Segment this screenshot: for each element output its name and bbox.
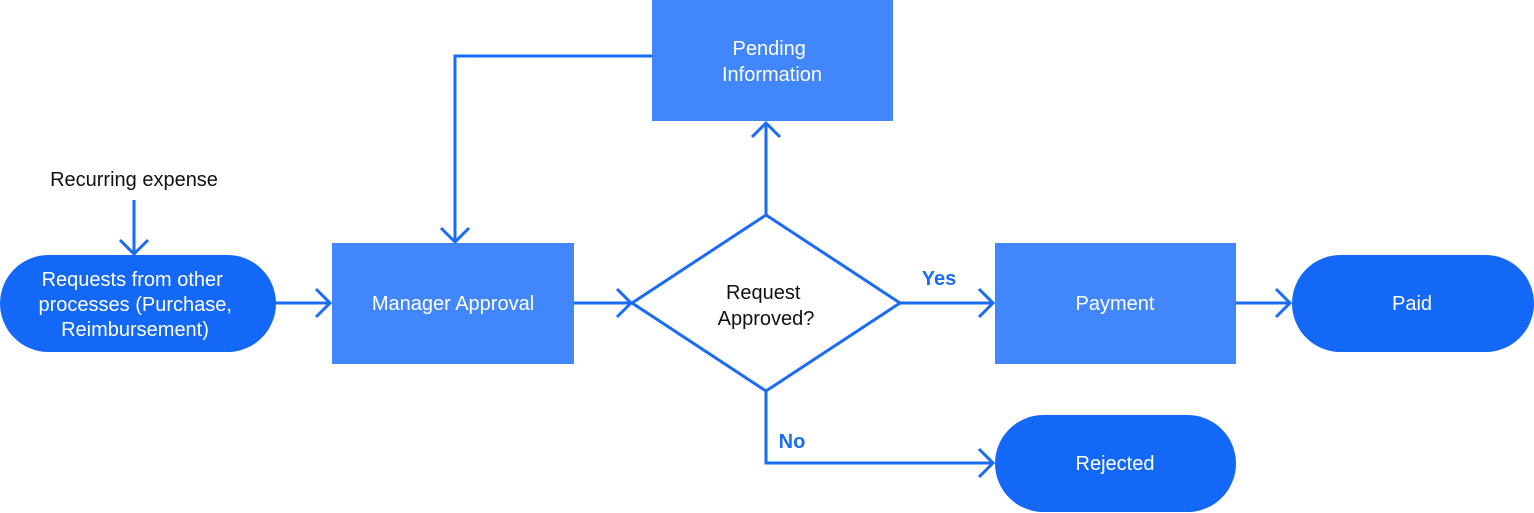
paid-terminal-shape — [1292, 255, 1534, 352]
rejected-label: Rejected — [1076, 453, 1155, 475]
decision-label: Request Approved? — [718, 282, 815, 330]
requests-terminal-shape — [0, 255, 276, 352]
requests-label: Requests from other processes (Purchase,… — [39, 269, 238, 341]
yes-label: Yes — [922, 268, 956, 290]
edge-decision-to-rejected — [764, 391, 993, 465]
requests-label-line: processes (Purchase, — [39, 294, 232, 316]
arrowhead-icon — [118, 238, 150, 257]
node-paid: Paid — [1292, 255, 1534, 352]
node-payment: Payment — [995, 243, 1236, 364]
payment-label: Payment — [1076, 293, 1155, 315]
recurring-expense-label: Recurring expense — [50, 169, 218, 191]
pending-information-shape — [652, 0, 893, 121]
requests-label-line: Reimbursement) — [61, 319, 209, 341]
arrowhead-icon — [750, 120, 782, 139]
arrowhead-icon — [314, 287, 333, 319]
node-manager-approval: Manager Approval — [332, 243, 574, 364]
paid-label: Paid — [1392, 293, 1432, 315]
node-requests: Requests from other processes (Purchase,… — [0, 255, 276, 352]
arrowhead-icon — [1274, 287, 1293, 319]
no-label: No — [779, 431, 806, 453]
payment-shape — [995, 243, 1236, 364]
arrowhead-icon — [977, 287, 996, 319]
requests-label-line: Requests from other — [42, 269, 224, 291]
node-pending-information: Pending Information — [652, 0, 893, 121]
pending-label-line: Pending — [733, 38, 806, 60]
decision-label-line: Approved? — [718, 308, 815, 330]
node-rejected: Rejected — [995, 415, 1236, 512]
pending-label-line: Information — [722, 64, 822, 86]
node-decision: Request Approved? — [629, 213, 903, 393]
manager-approval-shape — [332, 243, 574, 364]
arrowhead-icon — [439, 226, 471, 245]
edge-pending-to-manager — [453, 54, 652, 242]
decision-diamond-shape — [629, 213, 903, 393]
pending-information-label: Pending Information — [722, 38, 822, 86]
rejected-terminal-shape — [995, 415, 1236, 512]
arrowhead-icon — [977, 447, 996, 479]
manager-approval-label: Manager Approval — [372, 293, 534, 315]
decision-label-line: Request — [726, 282, 801, 304]
